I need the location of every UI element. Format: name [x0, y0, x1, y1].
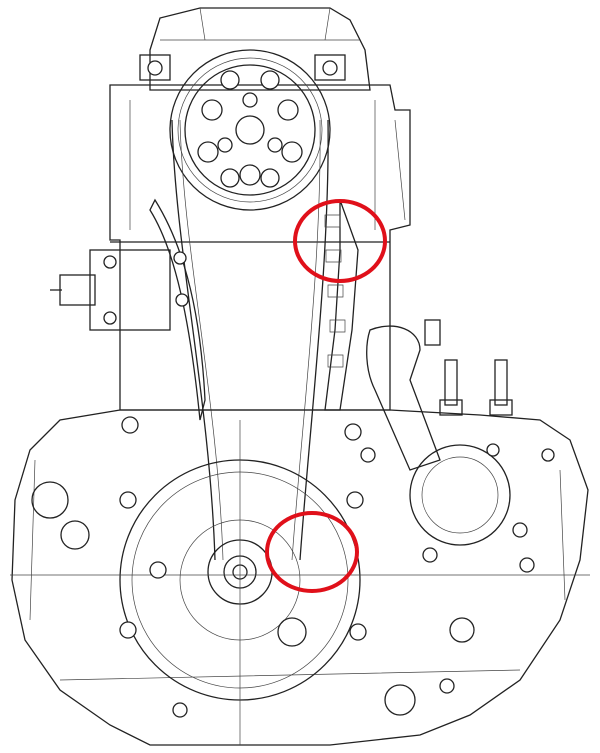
crankcase — [10, 409, 590, 746]
crankcase-bolts — [119, 416, 555, 718]
cylinder-block — [109, 84, 411, 411]
coolant-hose — [366, 319, 513, 471]
highlight-circle-lower — [265, 511, 359, 593]
chain-tensioner — [50, 249, 189, 331]
highlight-circle-upper — [293, 199, 387, 283]
cam-sprocket — [169, 49, 331, 211]
cylinder-head — [139, 7, 371, 91]
timing-chain — [149, 119, 359, 561]
